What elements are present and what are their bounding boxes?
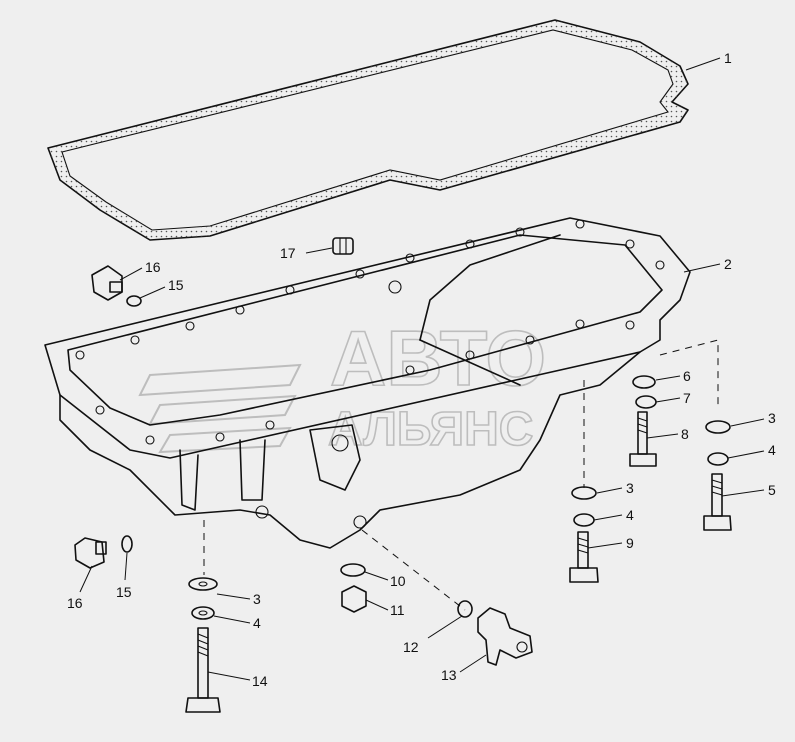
callout-13: 13: [441, 667, 457, 683]
callout-16-top: 16: [145, 259, 161, 275]
callout-15-top: 15: [168, 277, 184, 293]
washer-mid: [571, 486, 597, 500]
lock-washer-7: [635, 395, 657, 409]
watermark-line1: АВТО: [330, 314, 546, 402]
watermark-logo-icon: [138, 363, 302, 454]
callout-8: 8: [681, 426, 689, 442]
drain-plug-top: [91, 265, 123, 301]
drain-plug-bottom: [74, 537, 107, 569]
watermark-line2: АЛЬЯНС: [328, 403, 533, 456]
bolt-9: [569, 531, 599, 583]
callout-2: 2: [724, 256, 732, 272]
callout-10: 10: [390, 573, 406, 589]
callout-4-left: 4: [253, 615, 261, 631]
washer-right: [705, 420, 731, 434]
callout-11: 11: [390, 602, 405, 618]
callout-4-right: 4: [768, 442, 776, 458]
callout-4-mid: 4: [626, 507, 634, 523]
dash-line-center: [361, 529, 466, 611]
callout-3-left: 3: [253, 591, 261, 607]
callout-5: 5: [768, 482, 776, 498]
washer-left: [188, 577, 218, 591]
leader-lines: [79, 57, 765, 681]
callout-6: 6: [683, 368, 691, 384]
bolt-5: [703, 473, 732, 531]
stud: [185, 627, 221, 713]
seal-ring-center: [457, 600, 473, 618]
fitting: [477, 607, 533, 666]
seal-ring-top: [126, 295, 142, 307]
callout-3-mid: 3: [626, 480, 634, 496]
callout-14: 14: [252, 673, 268, 689]
bolt-8: [629, 411, 657, 467]
callout-1: 1: [724, 50, 732, 66]
callout-16-bottom: 16: [67, 595, 83, 611]
callout-7: 7: [683, 390, 691, 406]
callout-labels: 1 2 3 3 3 4 4 4 5 6 7 8 9 10 11 12 13 14…: [67, 50, 776, 689]
callout-3-right: 3: [768, 410, 776, 426]
washer-center: [340, 563, 366, 577]
lock-washer-mid: [573, 513, 595, 527]
plug: [332, 237, 354, 255]
callout-17: 17: [280, 245, 296, 261]
lock-washer-right: [707, 452, 729, 466]
washer-6: [632, 375, 656, 389]
lock-washer-left: [191, 606, 215, 620]
gasket: [47, 19, 689, 241]
dash-line-right: [659, 339, 719, 410]
callout-15-bottom: 15: [116, 584, 132, 600]
oil-pan: [44, 217, 691, 549]
watermark: АВТО АЛЬЯНС: [138, 313, 547, 457]
callout-12: 12: [403, 639, 419, 655]
callout-9: 9: [626, 535, 634, 551]
seal-ring-bottom: [121, 535, 133, 553]
nut: [341, 585, 367, 613]
